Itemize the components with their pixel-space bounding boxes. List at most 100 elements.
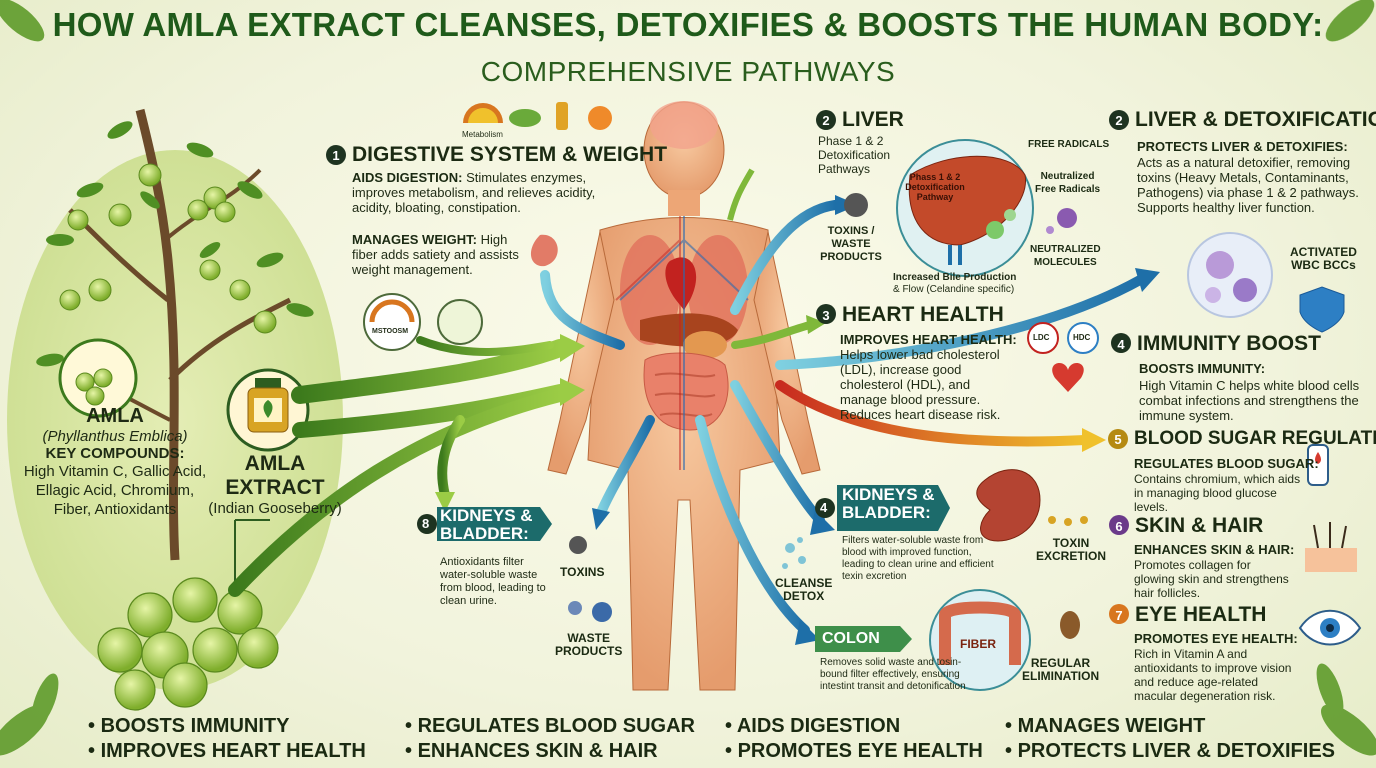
liver-subtitle-line: Detoxification	[818, 148, 891, 162]
waste-products-label: WASTE PRODUCTS	[555, 632, 622, 658]
wbc-circle	[1187, 232, 1273, 318]
pathway-line: Phass 1 & 2	[909, 172, 961, 182]
page-subtitle: COMPREHENSIVE PATHWAYS	[480, 56, 896, 87]
kidneys-left-text: Antioxidants filter water-soluble waste …	[440, 556, 546, 607]
blue-pathway-arrows	[540, 200, 1145, 635]
section-number: 7	[1115, 607, 1123, 623]
amla-compounds-label: KEY COMPOUNDS:	[45, 445, 185, 462]
bullet-item: PROTECTS LIVER & DETOXIFIES	[1005, 739, 1335, 764]
free-radicals-label: FREE RADICALS	[1028, 139, 1110, 150]
label-line: ACTIVATED	[1290, 245, 1357, 259]
liver-detox-title-text: LIVER & DETOXIFICATION	[1135, 108, 1376, 131]
liver-subtitle: Phase 1 & 2 Detoxification Pathways	[818, 134, 890, 176]
section-number: 4	[1117, 336, 1125, 352]
amla-latin: (Phyllanthus Emblica)	[42, 428, 188, 445]
liver-title-text: LIVER	[842, 108, 904, 131]
bullet-column: MANAGES WEIGHT PROTECTS LIVER & DETOXIFI…	[1005, 714, 1335, 764]
glucose-meter-icon	[1307, 444, 1329, 486]
digestive-title: DIGESTIVE SYSTEM & WEIGHT	[352, 143, 668, 166]
label-line: ELIMINATION	[1022, 669, 1100, 683]
bullet-item: ENHANCES SKIN & HAIR	[405, 739, 695, 764]
label-line: DETOX	[783, 589, 825, 603]
regular-elimination-label: REGULAR ELIMINATION	[1022, 657, 1099, 683]
kidney-illustration	[976, 469, 1041, 542]
toxins-waste-label: TOXINS / WASTE PRODUCTS	[818, 225, 884, 264]
heart-label: IMPROVES HEART HEALTH:	[840, 332, 1017, 347]
gauge-label: MSTOOSM	[372, 328, 409, 335]
eye-title-text: EYE HEALTH	[1135, 603, 1267, 626]
immunity-label: BOOSTS IMMUNITY:	[1139, 361, 1266, 376]
metabolism-icons	[463, 102, 612, 130]
hdl-badge	[1067, 322, 1099, 354]
liver-detox-label: PROTECTS LIVER & DETOXIFIES:	[1137, 139, 1348, 154]
liver-title: 2 LIVER	[816, 108, 904, 132]
colon-title: COLON	[822, 630, 880, 647]
kidneys-left-num: 8	[422, 516, 430, 531]
blood-sugar-title-text: BLOOD SUGAR REGULATION	[1134, 428, 1376, 449]
eye-title: 7 EYE HEALTH	[1109, 603, 1266, 627]
skin-label: ENHANCES SKIN & HAIR:	[1134, 542, 1295, 557]
bullet-column: AIDS DIGESTION PROMOTES EYE HEALTH	[725, 714, 983, 764]
ldl-badge-label: LDC	[1033, 333, 1050, 342]
neutralized-molecules-label: NEUTRALIZED MOLECULES	[1030, 243, 1101, 269]
kidneys-left-title: KIDNEYS & BLADDER:	[440, 507, 533, 543]
bullet-column: REGULATES BLOOD SUGAR ENHANCES SKIN & HA…	[405, 714, 695, 764]
bile-line: & Flow (Celandine specific)	[893, 284, 1015, 295]
label-line: WBC BCCs	[1291, 258, 1356, 272]
immunity-title-text: IMMUNITY BOOST	[1137, 332, 1321, 355]
immunity-title: 4 IMMUNITY BOOST	[1111, 332, 1321, 356]
amla-compounds-line: Ellagic Acid, Chromium,	[35, 482, 195, 499]
amla-extract-title: EXTRACT	[225, 476, 325, 499]
label-line: WASTE	[567, 631, 610, 645]
amla-compounds-line: High Vitamin C, Gallic Acid,	[23, 463, 207, 480]
section-number: 6	[1115, 518, 1123, 534]
page-title: HOW AMLA EXTRACT CLEANSES, DETOXIFIES & …	[52, 6, 1324, 43]
skin-title: 6 SKIN & HAIR	[1109, 514, 1263, 538]
pathway-line: Detoxification	[905, 182, 965, 192]
skin-layer-icon	[1305, 548, 1357, 572]
label-line: CLEANSE	[775, 576, 833, 590]
label-line: EXCRETION	[1036, 549, 1107, 563]
kidneys-right-title: KIDNEYS & BLADDER:	[842, 486, 935, 522]
amla-berries-pile	[97, 577, 279, 711]
label-line: NEUTRALIZED	[1030, 244, 1101, 255]
bullet-item: BOOSTS IMMUNITY	[88, 714, 366, 739]
blood-sugar-label: REGULATES BLOOD SUGAR:	[1134, 456, 1319, 471]
amla-info: AMLA (Phyllanthus Emblica) KEY COMPOUNDS…	[10, 405, 220, 519]
neutralized-free-radicals-label: Neutralized Free Radicals	[1035, 170, 1100, 196]
manages-weight-label: MANAGES WEIGHT:	[352, 232, 477, 247]
liver-pathway-label: Phass 1 & 2 Detoxification Pathway	[900, 172, 970, 202]
metabolism-label: Metabolism	[462, 130, 503, 139]
section-number: 2	[1115, 112, 1123, 128]
fiber-label: FIBER	[960, 637, 996, 651]
label-line: Free Radicals	[1035, 184, 1101, 195]
immunity-text: High Vitamin C helps white blood cells c…	[1139, 378, 1360, 423]
banner-line: KIDNEYS &	[440, 506, 533, 525]
hdl-badge-label: HDC	[1073, 333, 1091, 342]
bullet-item: MANAGES WEIGHT	[1005, 714, 1335, 739]
banner-line: KIDNEYS &	[842, 485, 935, 504]
label-line: PRODUCTS	[555, 644, 623, 658]
liver-detox-text: Acts as a natural detoxifier, removing t…	[1137, 155, 1359, 215]
label-line: WASTE	[831, 238, 871, 250]
section-number: 3	[822, 307, 830, 323]
skin-text: Promotes collagen for glowing skin and s…	[1134, 558, 1289, 600]
label-line: REGULAR	[1030, 656, 1091, 670]
label-line: TOXINS /	[827, 225, 875, 237]
kidneys-right-num: 4	[820, 500, 828, 515]
amla-extract-subtitle: (Indian Gooseberry)	[208, 500, 342, 517]
blood-sugar-text: Contains chromium, which aids in managin…	[1134, 472, 1301, 514]
bullet-item: AIDS DIGESTION	[725, 714, 983, 739]
ldl-badge	[1027, 322, 1059, 354]
stomach-icon	[530, 234, 558, 267]
bullet-item: IMPROVES HEART HEALTH	[88, 739, 366, 764]
section-number: 1	[332, 147, 340, 163]
human-body-illustration	[547, 101, 821, 691]
kidneys-right-banner	[837, 485, 950, 531]
digestive-aids: AIDS DIGESTION: Stimulates enzymes, impr…	[352, 170, 630, 215]
label-line: Neutralized	[1040, 171, 1095, 182]
pathway-line: Pathway	[916, 192, 954, 202]
label-line: TOXIN	[1052, 536, 1090, 550]
cleanse-detox-label: CLEANSE DETOX	[775, 577, 832, 603]
amla-tree-illustration	[36, 108, 314, 561]
